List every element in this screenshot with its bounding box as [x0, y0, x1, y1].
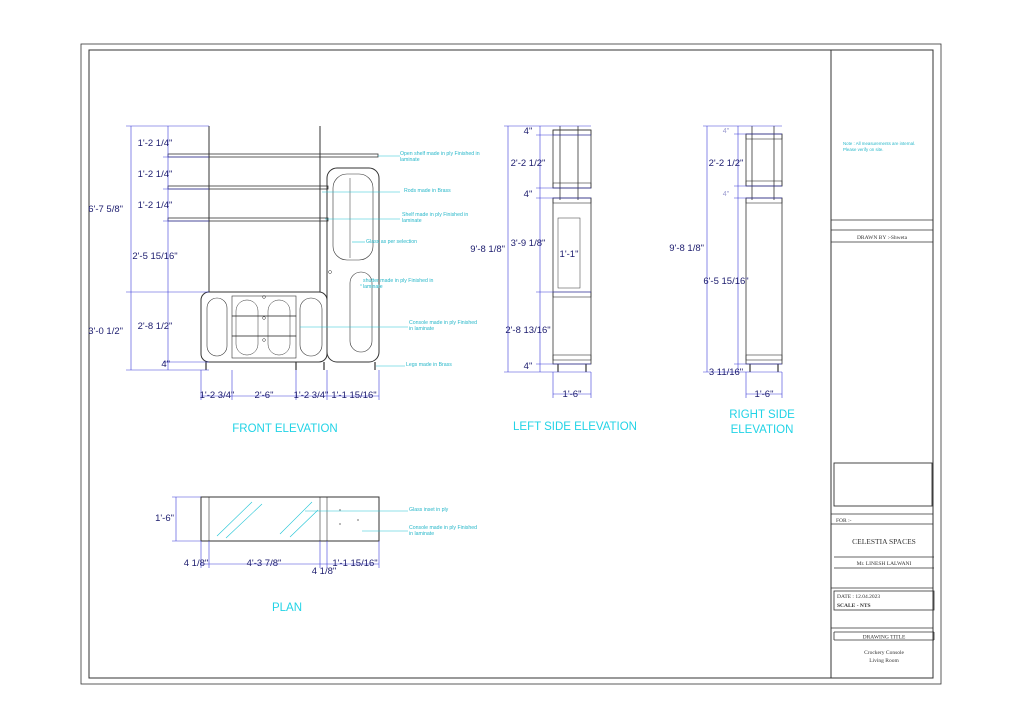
tb-note: Note : All measurements are internal. Pl… [843, 141, 916, 152]
tb-date: DATE : 12.04.2023 [837, 594, 880, 600]
rse-lower: 6'-5 15/16" [703, 276, 748, 287]
plan-view [172, 496, 408, 568]
lse-mid-section: 3'-9 1/8" [511, 238, 546, 249]
fe-note-console: Console made in ply Finished in laminate [409, 320, 478, 332]
lse-depth: 1'-6" [563, 389, 582, 400]
fe-top-section: 2'-5 15/16" [132, 251, 177, 262]
front-elevation-title: FRONT ELEVATION [232, 423, 337, 435]
tb-client: Mr. LINESH LALWANI [857, 561, 912, 567]
tb-drawn-by: DRAWN BY :-Shweta [857, 235, 908, 241]
tb-drawing-title-line1: Crockery Console [864, 650, 904, 656]
fe-note-glass: Glass as per selection [366, 239, 418, 245]
outer-border [80, 43, 942, 685]
plan-note-console: Console made in ply Finished in laminate [409, 525, 478, 537]
fe-console-body: 2'-8 1/2" [138, 321, 173, 332]
rse-mid-gap: 4" [723, 191, 730, 198]
right-side-elevation [703, 125, 783, 398]
lse-upper: 2'-2 1/2" [511, 158, 546, 169]
fe-width-d: 1'-1 15/16" [331, 390, 376, 401]
fe-note-shelf: Shelf made in ply Finished in laminate [402, 212, 469, 224]
fe-width-b: 2'-6" [255, 390, 274, 401]
plan-w1: 4 1/8" [184, 558, 209, 569]
tb-company: CELESTIA SPACES [852, 537, 916, 546]
title-block [831, 219, 935, 641]
plan-title: PLAN [272, 602, 302, 614]
fe-leg: 4" [161, 359, 170, 370]
left-side-elevation [504, 125, 592, 398]
fe-width-c: 1'-2 3/4" [294, 390, 329, 401]
tb-for-label: FOR :- [836, 518, 852, 524]
left-side-elevation-title: LEFT SIDE ELEVATION [513, 421, 637, 433]
fe-width-a: 1'-2 3/4" [200, 390, 235, 401]
lse-leg: 4" [524, 361, 533, 372]
fe-console-total: 3'-0 1/2" [88, 326, 123, 337]
fe-shelf-gap-2: 1'-2 1/4" [138, 169, 173, 180]
lse-top-gap: 4" [524, 126, 533, 137]
fe-shelf-gap-1: 1'-2 1/4" [138, 138, 173, 149]
fe-note-legs: Legs made in Brass [406, 362, 452, 368]
rse-overall: 9'-8 1/8" [669, 243, 704, 254]
fe-overall-height: 6'-7 5/8" [88, 204, 123, 215]
plan-depth: 1'-6" [155, 513, 174, 524]
inner-border [88, 49, 934, 679]
fe-shelf-gap-3: 1'-2 1/4" [138, 200, 173, 211]
tb-drawing-title-line2: Living Room [869, 658, 899, 664]
lse-inner: 1'-1" [560, 249, 579, 260]
front-elevation [126, 125, 408, 400]
plan-note-glass: Glass inset in ply [409, 507, 449, 513]
rse-depth: 1'-6" [755, 389, 774, 400]
tb-scale: SCALE - NTS [837, 603, 871, 609]
rse-leg: 3 11/16" [709, 367, 743, 378]
fe-note-rods: Rods made in Brass [404, 188, 451, 194]
right-side-elevation-title: RIGHT SIDE ELEVATION [729, 409, 795, 436]
lse-mid-gap: 4" [524, 189, 533, 200]
fe-note-open-shelf: Open shelf made in ply Finished in lamin… [400, 151, 480, 163]
fe-note-shutter: shutter made in ply Finished in laminate [363, 278, 434, 290]
plan-w2: 4'-3 7/8" [247, 558, 282, 569]
plan-w4: 1'-1 15/16" [332, 558, 377, 569]
lse-overall: 9'-8 1/8" [470, 244, 505, 255]
rse-upper: 2'-2 1/2" [709, 158, 744, 169]
rse-top-gap: 4" [723, 128, 730, 135]
lse-console: 2'-8 13/16" [505, 325, 550, 336]
plan-w3: 4 1/8" [312, 566, 337, 577]
tb-drawing-title-label: DRAWING TITLE [863, 635, 906, 641]
